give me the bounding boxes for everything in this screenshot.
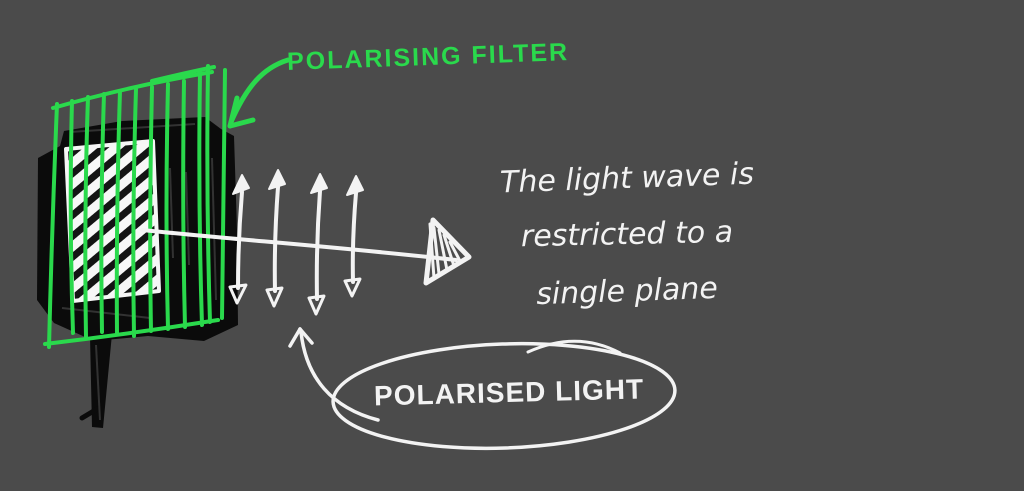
filter-pointer-arrow-icon bbox=[227, 57, 291, 129]
light-ray-icon bbox=[140, 228, 458, 262]
wave-caption: The light wave is restricted to a single… bbox=[462, 151, 792, 320]
oscillation-arrow-3 bbox=[307, 173, 328, 316]
oscillation-arrow-4 bbox=[343, 175, 364, 298]
oscillation-arrow-2 bbox=[265, 169, 286, 308]
callout-ellipse-icon bbox=[331, 339, 677, 451]
polarised-light-label: POLARISED LIGHT bbox=[373, 373, 645, 412]
wave-caption-line3: single plane bbox=[535, 270, 719, 312]
polarising-filter-grid-icon bbox=[43, 64, 227, 349]
lamp-screen-icon bbox=[64, 139, 161, 303]
wave-caption-line2: restricted to a bbox=[520, 215, 734, 255]
beam-arrowhead-icon bbox=[423, 217, 472, 286]
callout-pointer-arrow-icon bbox=[288, 327, 380, 422]
wave-caption-line1: The light wave is bbox=[499, 156, 755, 201]
oscillation-double-arrows-icon bbox=[228, 169, 364, 316]
oscillation-arrow-1 bbox=[228, 174, 250, 305]
